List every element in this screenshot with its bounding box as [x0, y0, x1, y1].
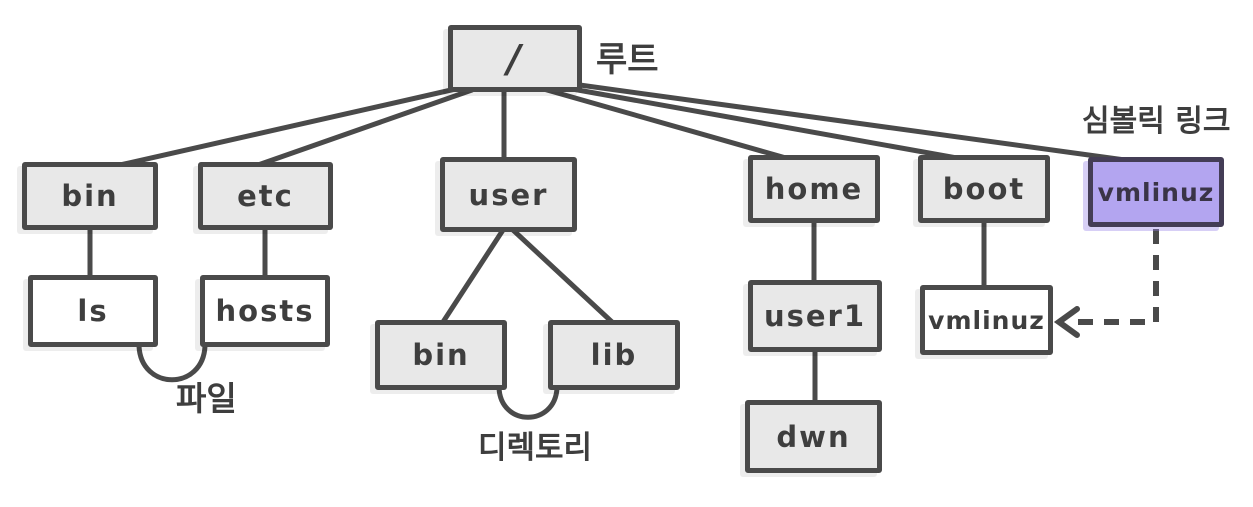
symlink-dashed-line — [1077, 229, 1159, 325]
node-user-lib: lib — [548, 320, 680, 390]
directory-annotation: 디렉토리 — [478, 430, 593, 466]
node-boot-vmlinuz: vmlinuz — [920, 285, 1053, 355]
edge-root-vmlinuz — [555, 79, 1128, 163]
node-ls: ls — [28, 275, 158, 347]
node-bin: bin — [22, 162, 158, 230]
node-user-bin: bin — [375, 320, 507, 390]
edge-user-lib — [510, 227, 615, 325]
edge-user-bin — [440, 227, 506, 325]
symbolic-link-annotation: 심볼릭 링크 — [1082, 104, 1231, 139]
node-dwn: dwn — [745, 400, 882, 473]
node-etc: etc — [198, 162, 333, 230]
node-hosts: hosts — [200, 275, 330, 347]
edge-root-etc — [255, 87, 475, 168]
brace-directory-group — [496, 385, 560, 420]
node-user1: user1 — [748, 280, 882, 352]
edge-root-bin — [117, 85, 463, 168]
brace-file-group — [136, 343, 208, 383]
root-annotation: 루트 — [596, 40, 659, 80]
file-annotation: 파일 — [176, 379, 237, 418]
symlink-arrowhead — [1053, 306, 1080, 338]
node-home: home — [748, 155, 880, 223]
node-root: / — [448, 25, 582, 92]
node-user: user — [440, 157, 577, 232]
node-boot: boot — [918, 155, 1050, 223]
edge-root-boot — [547, 82, 971, 163]
node-vmlinuz-symlink: vmlinuz — [1088, 157, 1224, 227]
edge-root-home — [537, 85, 803, 165]
